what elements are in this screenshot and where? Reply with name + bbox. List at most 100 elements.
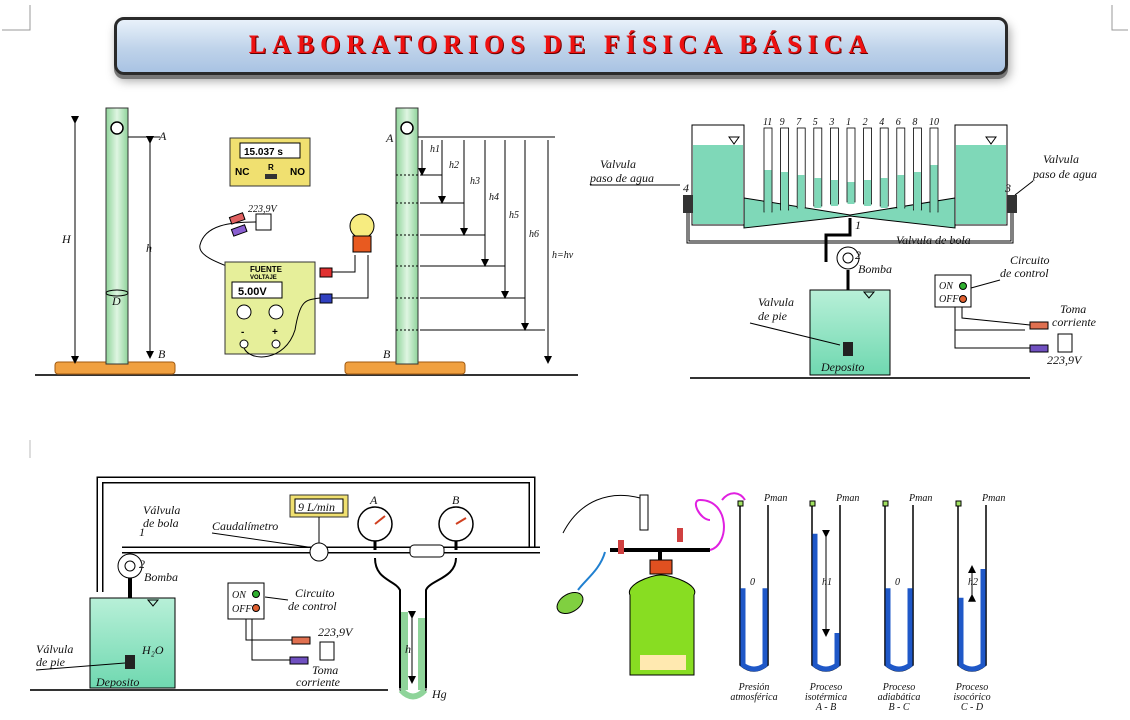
venturi-tube-number: 2 bbox=[863, 117, 868, 128]
ball-valve-label: Valvula de bola bbox=[896, 233, 971, 247]
u-tube-caption: isocórico bbox=[953, 692, 990, 703]
venturi-tube: 2 bbox=[863, 117, 872, 206]
gas-bottle-panel bbox=[556, 492, 746, 676]
svg-text:paso de agua: paso de agua bbox=[589, 171, 654, 185]
tank-label: Deposito bbox=[820, 360, 864, 374]
venturi-tube-number: 6 bbox=[896, 117, 901, 128]
free-fall-panel: A B H h D 15.037 s NC R NO 223,9V FUENTE… bbox=[35, 107, 578, 376]
level-label: 0 bbox=[895, 577, 900, 588]
flowmeter-label: Caudalímetro bbox=[212, 519, 278, 533]
svg-text:Valvula: Valvula bbox=[758, 295, 794, 309]
bulb-icon bbox=[349, 213, 375, 253]
svg-text:ON: ON bbox=[939, 281, 954, 292]
svg-text:Valvula: Valvula bbox=[600, 157, 636, 171]
svg-text:corriente: corriente bbox=[296, 675, 341, 689]
svg-text:OFF: OFF bbox=[232, 604, 252, 615]
u-tube-caption: Proceso bbox=[955, 682, 988, 693]
svg-text:VOLTAJE: VOLTAJE bbox=[250, 275, 277, 281]
u-tube-caption: Presión bbox=[738, 682, 770, 693]
svg-text:de bola: de bola bbox=[143, 516, 179, 530]
svg-text:h3: h3 bbox=[470, 176, 480, 187]
page-title: LABORATORIOS DE FÍSICA BÁSICA bbox=[248, 30, 874, 59]
venturi-tube: 9 bbox=[780, 117, 789, 212]
u-tube-caption: A - B bbox=[815, 702, 836, 713]
mercury-label: Hg bbox=[431, 687, 447, 701]
svg-text:3: 3 bbox=[1004, 181, 1011, 195]
label-d: D bbox=[111, 294, 121, 308]
svg-text:Toma: Toma bbox=[1060, 302, 1086, 316]
venturi-tube-number: 1 bbox=[846, 117, 851, 128]
label-h-cap: H bbox=[61, 232, 72, 246]
svg-text:h5: h5 bbox=[509, 210, 519, 221]
pump-label-2: Bomba bbox=[144, 570, 178, 584]
svg-text:Válvula: Válvula bbox=[36, 642, 73, 656]
level-label: h2 bbox=[968, 577, 978, 588]
venturi-tube: 10 bbox=[929, 117, 939, 214]
svg-text:ON: ON bbox=[232, 590, 247, 601]
venturi-tube-number: 4 bbox=[879, 117, 884, 128]
svg-text:paso de agua: paso de agua bbox=[1032, 167, 1097, 181]
svg-text:1: 1 bbox=[855, 218, 861, 232]
u-tube-manometers: Pman0PresiónatmosféricaPmanh1Procesoisot… bbox=[730, 493, 1005, 713]
svg-text:A: A bbox=[369, 493, 378, 507]
power-source: FUENTE VOLTAJE 5.00V - + bbox=[224, 261, 316, 355]
title-banner: LABORATORIOS DE FÍSICA BÁSICA bbox=[114, 17, 1008, 75]
timer-reading: 15.037 s bbox=[244, 147, 283, 158]
flow-panel: 1 2 Válvula de bola Bomba H₂O Deposito V… bbox=[30, 476, 540, 701]
venturi-tube: 8 bbox=[912, 117, 922, 212]
svg-text:R: R bbox=[268, 163, 274, 172]
level-label: 0 bbox=[750, 577, 755, 588]
svg-text:OFF: OFF bbox=[939, 294, 959, 305]
venturi-tube-number: 11 bbox=[763, 117, 772, 128]
svg-text:h1: h1 bbox=[430, 144, 440, 155]
svg-text:223,9V: 223,9V bbox=[248, 204, 279, 215]
svg-text:FUENTE: FUENTE bbox=[250, 265, 283, 274]
svg-text:de control: de control bbox=[288, 599, 337, 613]
venturi-tube-number: 5 bbox=[813, 117, 818, 128]
pman-label: Pman bbox=[763, 493, 787, 504]
svg-text:h6: h6 bbox=[529, 229, 539, 240]
venturi-tube-number: 3 bbox=[828, 117, 834, 128]
svg-text:Toma: Toma bbox=[312, 663, 338, 677]
svg-text:Circuito: Circuito bbox=[1010, 253, 1050, 267]
flow-reading: 9 L/min bbox=[298, 500, 335, 514]
venturi-tube-number: 10 bbox=[929, 117, 939, 128]
svg-text:B: B bbox=[452, 493, 460, 507]
svg-text:de pie: de pie bbox=[758, 309, 788, 323]
u-tube-caption: Proceso bbox=[809, 682, 842, 693]
venturi-tube: 11 bbox=[763, 117, 773, 214]
u-tube-caption: atmosférica bbox=[730, 692, 777, 703]
svg-text:-: - bbox=[241, 327, 244, 338]
level-label: h1 bbox=[822, 577, 832, 588]
u-tube-caption: adiabática bbox=[878, 692, 921, 703]
u-tube-caption: C - D bbox=[961, 702, 984, 713]
svg-text:NC: NC bbox=[235, 167, 249, 178]
label-a-right: A bbox=[385, 131, 394, 145]
svg-text:Circuito: Circuito bbox=[295, 586, 335, 600]
u-tube-caption: Proceso bbox=[882, 682, 915, 693]
pman-label: Pman bbox=[981, 493, 1005, 504]
u-tube-caption: B - C bbox=[888, 702, 909, 713]
svg-text:2: 2 bbox=[855, 248, 861, 262]
svg-text:1: 1 bbox=[139, 525, 145, 539]
svg-text:2: 2 bbox=[139, 557, 145, 571]
pump-label: Bomba bbox=[858, 262, 892, 276]
venturi-tube: 3 bbox=[828, 117, 839, 206]
svg-text:Válvula: Válvula bbox=[143, 503, 180, 517]
pman-label: Pman bbox=[835, 493, 859, 504]
venturi-tube: 4 bbox=[879, 117, 889, 208]
svg-text:223,9V: 223,9V bbox=[1047, 353, 1083, 367]
svg-text:h: h bbox=[405, 642, 411, 656]
svg-text:223,9V: 223,9V bbox=[318, 625, 354, 639]
svg-text:+: + bbox=[272, 327, 278, 338]
svg-text:H₂O: H₂O bbox=[141, 643, 164, 657]
svg-text:de pie: de pie bbox=[36, 655, 66, 669]
venturi-tube: 6 bbox=[896, 117, 906, 210]
voltage-reading: 5.00V bbox=[238, 286, 267, 298]
